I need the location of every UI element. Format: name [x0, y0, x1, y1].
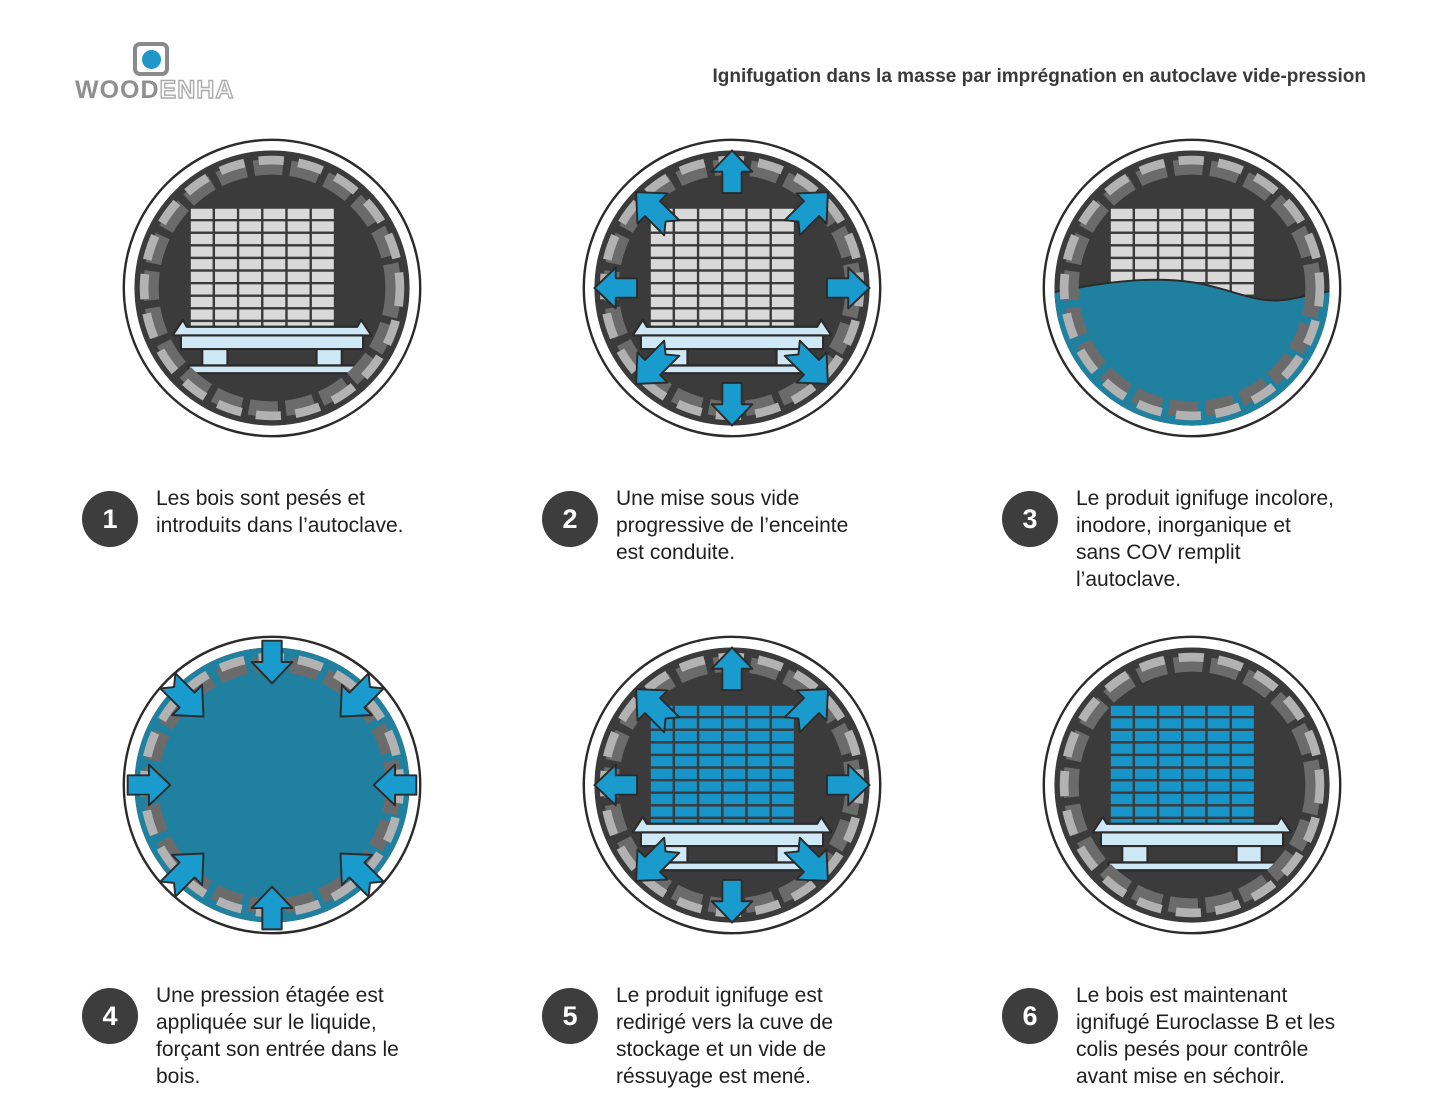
logo-blue-dot	[141, 49, 161, 69]
logo-wordmark: WOODENHA	[75, 76, 235, 104]
autoclave-illustration-5	[502, 612, 962, 970]
page-title: Ignifugation dans la masse par imprégnat…	[712, 66, 1366, 87]
step-caption-4: 4 Une pression étagée est appliquée sur …	[42, 982, 502, 1109]
step-description: Les bois sont pesés et introduits dans l…	[156, 487, 404, 537]
step-description: Le produit ignifuge est redirigé vers la…	[616, 984, 834, 1088]
step-number-badge: 4	[82, 988, 138, 1044]
step-cell-2: 2 Une mise sous vide progressive de l’en…	[502, 115, 962, 612]
logo: WOODENHA	[75, 42, 234, 103]
step-cell-1: 1 Les bois sont pesés et introduits dans…	[42, 115, 502, 612]
autoclave-illustration-3	[962, 115, 1422, 473]
step-number-badge: 2	[542, 491, 598, 547]
step-description: Une pression étagée est appliquée sur le…	[156, 984, 399, 1088]
step-number-badge: 1	[82, 491, 138, 547]
step-description: Le bois est maintenant ignifugé Euroclas…	[1076, 984, 1336, 1088]
step-caption-5: 5 Le produit ignifuge est redirigé vers …	[502, 982, 962, 1109]
step-description: Le produit ignifuge incolore, inodore, i…	[1076, 487, 1335, 591]
process-steps-grid: 1 Les bois sont pesés et introduits dans…	[42, 115, 1422, 1109]
step-caption-3: 3 Le produit ignifuge incolore, inodore,…	[962, 485, 1422, 612]
step-caption-1: 1 Les bois sont pesés et introduits dans…	[42, 485, 502, 612]
autoclave-illustration-4	[42, 612, 502, 970]
autoclave-illustration-6	[962, 612, 1422, 970]
step-number-badge: 5	[542, 988, 598, 1044]
autoclave-illustration-2	[502, 115, 962, 473]
step-description: Une mise sous vide progressive de l’ence…	[616, 487, 849, 564]
step-caption-6: 6 Le bois est maintenant ignifugé Eurocl…	[962, 982, 1422, 1109]
step-cell-5: 5 Le produit ignifuge est redirigé vers …	[502, 612, 962, 1109]
step-cell-6: 6 Le bois est maintenant ignifugé Eurocl…	[962, 612, 1422, 1109]
step-number-badge: 3	[1002, 491, 1058, 547]
logo-wordmark-outline: ENHA	[159, 76, 235, 104]
logo-wordmark-bold: WOOD	[75, 76, 160, 104]
step-number-badge: 6	[1002, 988, 1058, 1044]
step-caption-2: 2 Une mise sous vide progressive de l’en…	[502, 485, 962, 612]
step-cell-4: 4 Une pression étagée est appliquée sur …	[42, 612, 502, 1109]
step-cell-3: 3 Le produit ignifuge incolore, inodore,…	[962, 115, 1422, 612]
autoclave-illustration-1	[42, 115, 502, 473]
logo-square-dot-icon	[133, 42, 169, 76]
